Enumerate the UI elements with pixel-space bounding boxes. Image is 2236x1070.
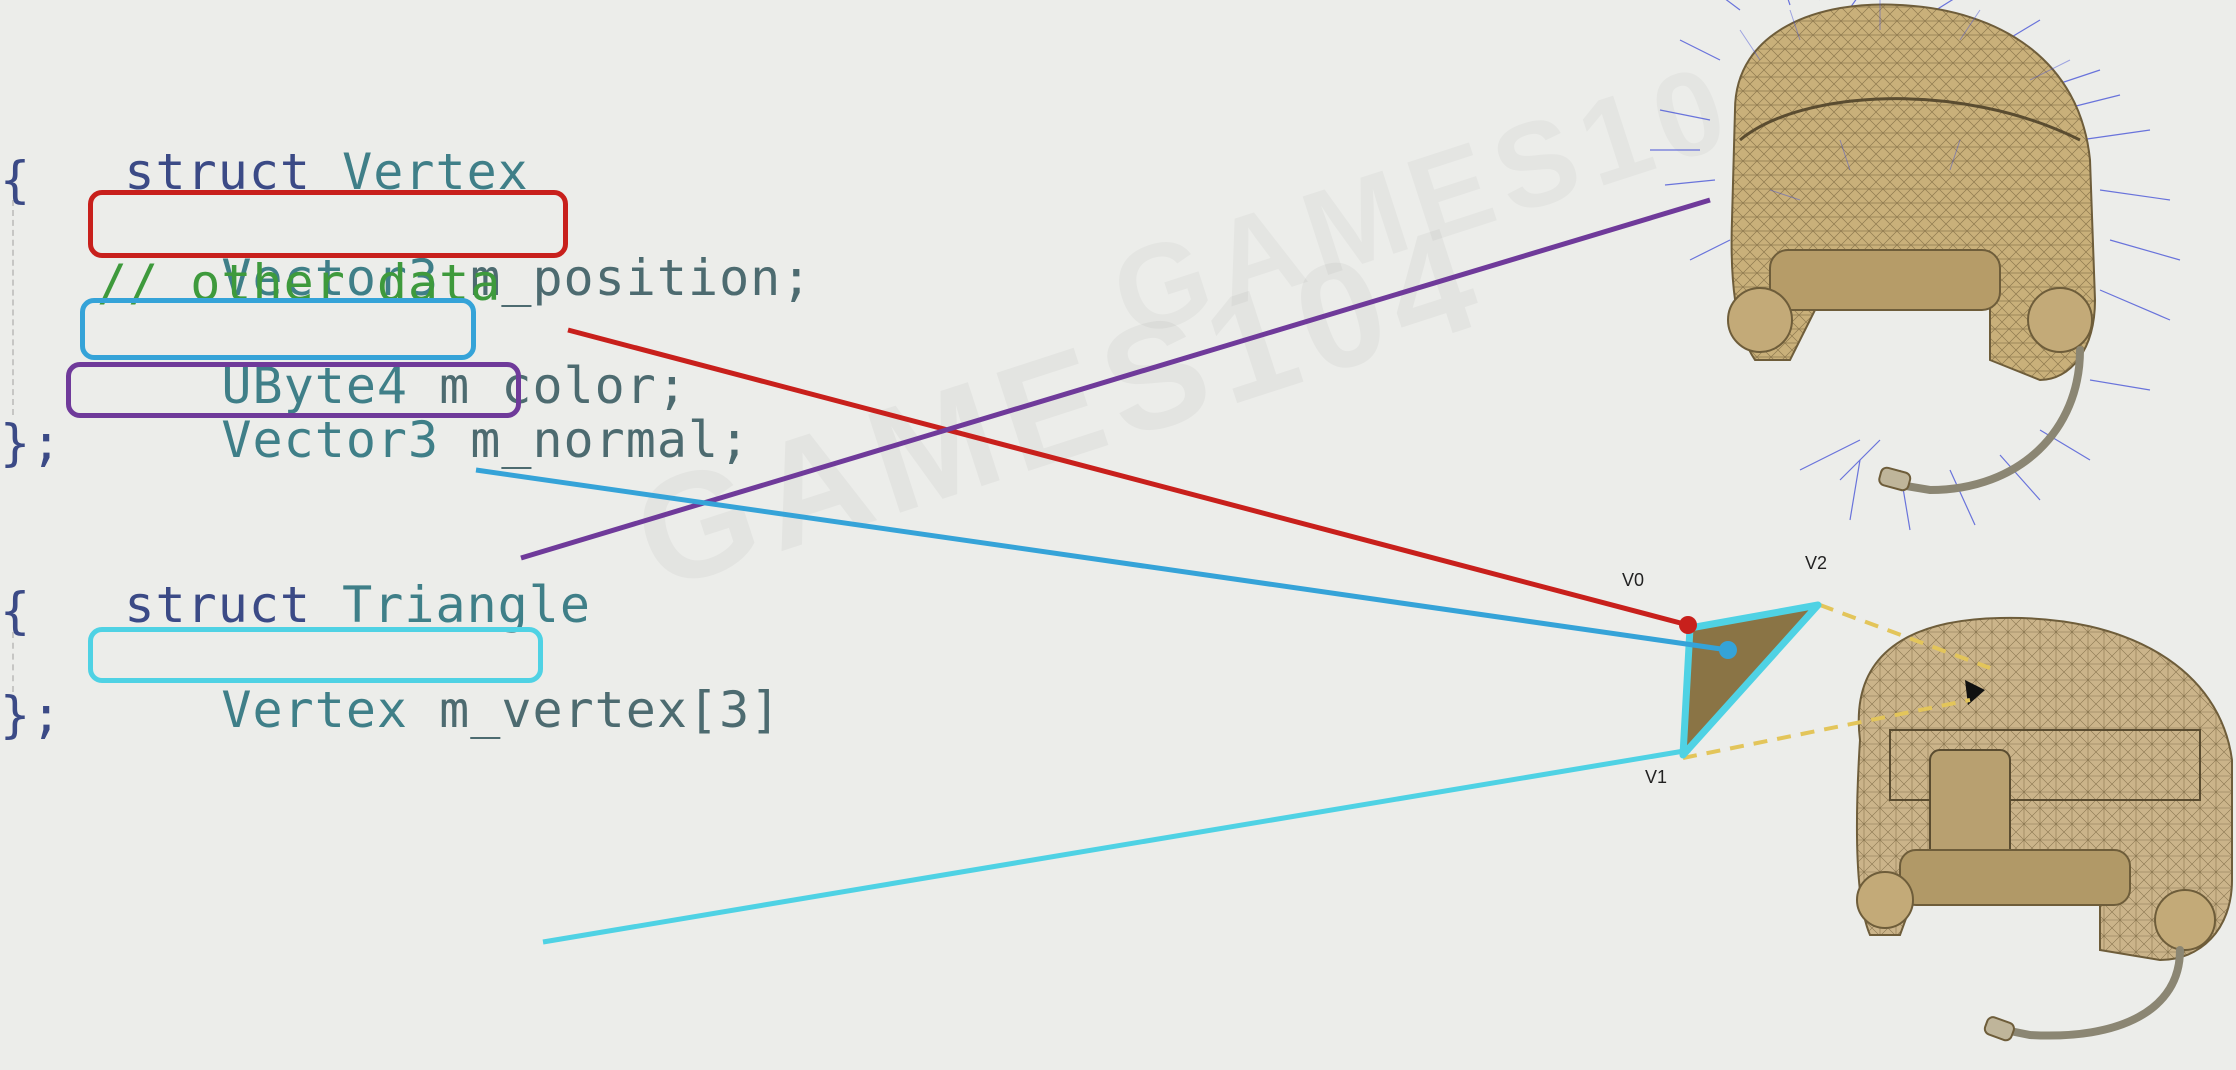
indent-guide [12,632,14,692]
helmet-normals-icon [1650,0,2181,531]
struct-keyword: struct [124,143,312,201]
triangle-struct-header: struct Triangle [0,530,591,680]
field-position: Vector3 m_position; [221,249,813,307]
field-color: UByte4 m_color; [221,357,688,415]
normal-highlight-box [66,362,521,418]
field-normal: Vector3 m_normal; [221,411,751,469]
normal-connector [520,197,1711,561]
vertex-struct-name: Vertex [342,143,529,201]
field-vertex-array: Vertex m_vertex[3] [221,681,782,739]
vertex-label-v0: V0 [1622,570,1645,590]
vertex-close-brace: }; [0,414,63,472]
position-connector [567,327,1689,628]
indent-guide [12,200,14,415]
color-connector [475,467,1729,653]
vertex-open-brace: { [0,151,32,209]
triangle-open-brace: { [0,582,32,640]
position-dot [1679,616,1697,634]
struct-keyword: struct [124,576,312,634]
vertex-array-highlight-box [88,627,543,683]
vertex-struct-header: struct Vertex [0,97,529,247]
triangle-icon [1679,601,1991,760]
color-dot [1719,641,1737,659]
vertex-label-v1: V1 [1645,767,1668,787]
vertex-array-connector [542,747,1691,945]
color-highlight-box [80,298,476,360]
triangle-close-brace: }; [0,686,63,744]
triangle-struct-name: Triangle [342,576,591,634]
helmet-wireframe-icon [1856,616,2233,1042]
position-highlight-box [88,190,568,258]
vertex-label-v2: V2 [1805,553,1828,573]
